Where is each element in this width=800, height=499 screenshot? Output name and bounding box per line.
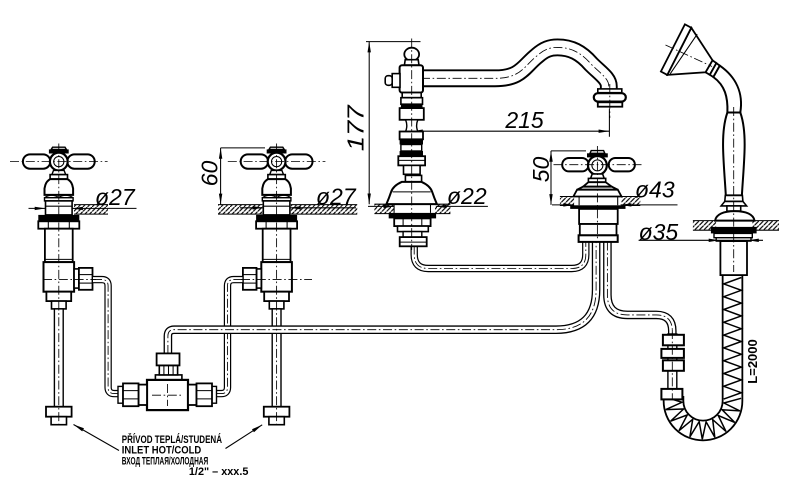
svg-text:L=2000: L=2000 (745, 339, 760, 383)
svg-text:ø43: ø43 (635, 177, 675, 203)
svg-text:ø22: ø22 (447, 183, 487, 209)
svg-text:ø27: ø27 (95, 184, 136, 210)
svg-text:60: 60 (197, 161, 223, 187)
svg-text:PŘÍVOD TEPLÁ/STUDENÁ: PŘÍVOD TEPLÁ/STUDENÁ (122, 433, 222, 446)
svg-text:215: 215 (504, 107, 544, 133)
svg-text:ø27: ø27 (316, 184, 357, 210)
svg-text:50: 50 (528, 157, 554, 183)
svg-text:ВХОД ТЕПЛАЯ/ХОЛОДНАЯ: ВХОД ТЕПЛАЯ/ХОЛОДНАЯ (122, 455, 208, 467)
svg-text:1/2" – xxx.5: 1/2" – xxx.5 (189, 466, 249, 478)
svg-text:177: 177 (343, 104, 369, 151)
svg-text:INLET HOT/COLD: INLET HOT/COLD (122, 445, 201, 457)
svg-text:ø35: ø35 (639, 219, 679, 245)
